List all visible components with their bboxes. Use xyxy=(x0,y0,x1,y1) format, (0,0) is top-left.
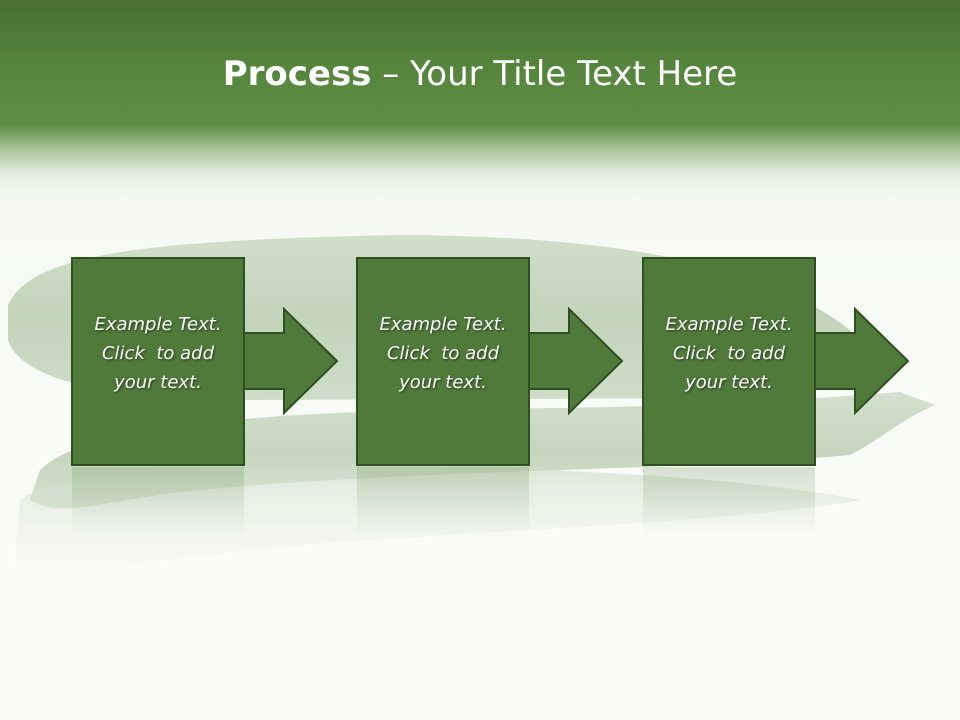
process-step-3[interactable] xyxy=(642,257,910,537)
step-1-line-2: Click to add xyxy=(101,343,214,364)
title-placeholder: – Your Title Text Here xyxy=(371,54,738,94)
step-1-text[interactable]: Example Text. Click to add your text. xyxy=(72,310,244,397)
slide-title[interactable]: Process – Your Title Text Here xyxy=(0,52,960,96)
title-process: Process xyxy=(222,54,372,94)
step-2-line-1: Example Text. xyxy=(379,314,507,335)
arrow-right-icon xyxy=(243,306,339,416)
step-2-line-2: Click to add xyxy=(386,343,499,364)
process-step-2[interactable] xyxy=(356,257,624,537)
process-step-1[interactable] xyxy=(71,257,339,537)
step-1-line-1: Example Text. xyxy=(94,314,222,335)
step-3-line-2: Click to add xyxy=(672,343,785,364)
arrow-right-icon xyxy=(528,306,624,416)
step-1-line-3: your text. xyxy=(114,372,202,393)
step-3-line-3: your text. xyxy=(685,372,773,393)
step-2-text[interactable]: Example Text. Click to add your text. xyxy=(357,310,529,397)
step-3-text[interactable]: Example Text. Click to add your text. xyxy=(643,310,815,397)
arrow-right-icon xyxy=(814,306,910,416)
step-3-line-1: Example Text. xyxy=(665,314,793,335)
step-2-line-3: your text. xyxy=(399,372,487,393)
